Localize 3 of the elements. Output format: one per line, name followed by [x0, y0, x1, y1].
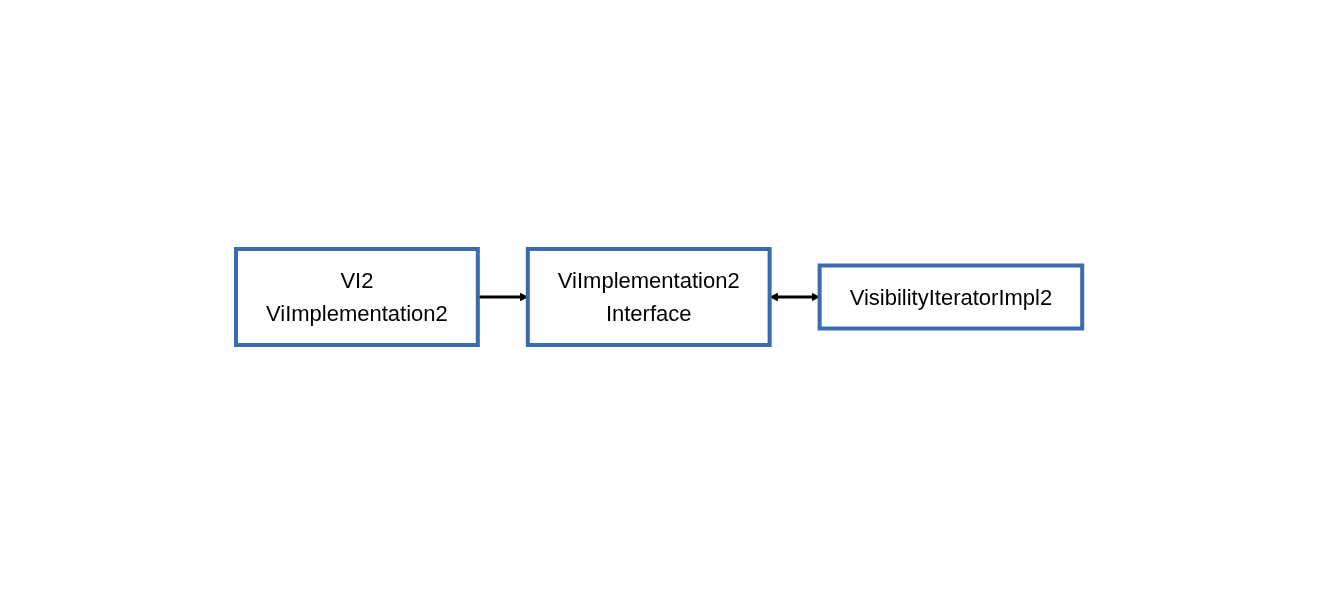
node-box: VisibilityIteratorImpl2	[817, 263, 1085, 331]
node-box: ViImplementation2 Interface	[525, 247, 772, 347]
node-box: VI2 ViImplementation2	[233, 247, 480, 347]
